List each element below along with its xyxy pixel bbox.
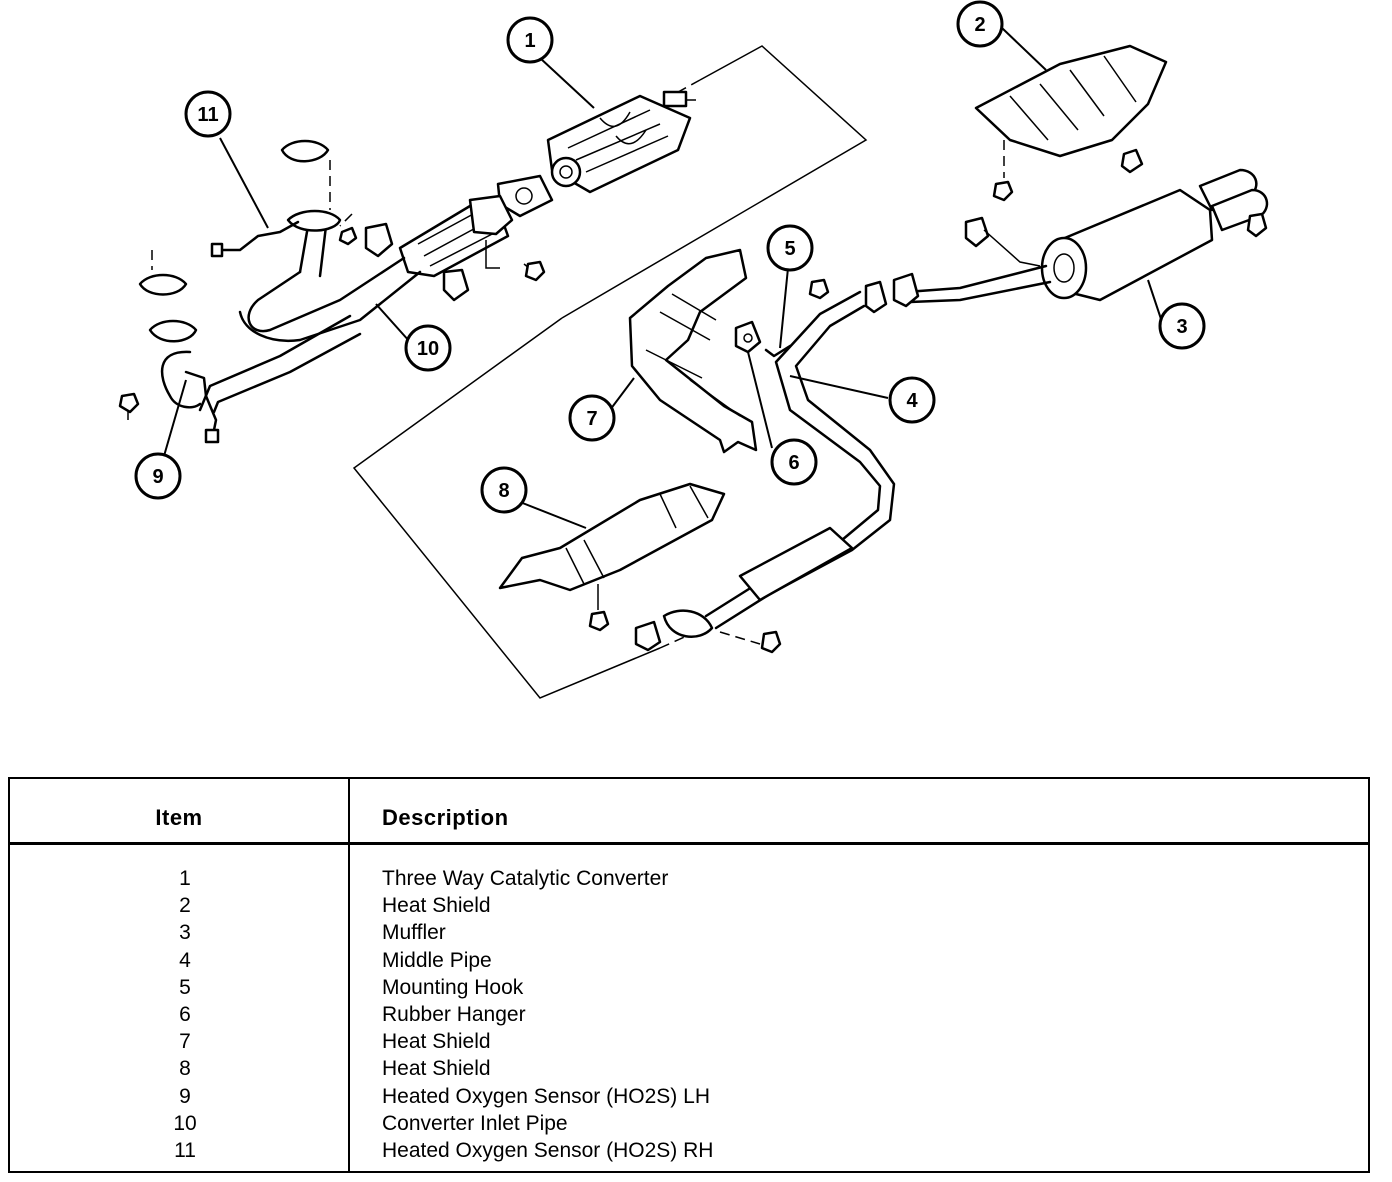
legend-item-description: Heat Shield (382, 894, 491, 918)
muffler (964, 148, 1269, 302)
legend-row: 7 Heat Shield (10, 1030, 1368, 1057)
callout-1-label: 1 (524, 30, 535, 52)
legend-item-number: 3 (179, 921, 191, 945)
legend-item-number: 11 (174, 1138, 196, 1162)
callout-3-label: 3 (1176, 316, 1187, 338)
legend-item-description: Heat Shield (382, 1057, 491, 1081)
callout-6: 6 (770, 438, 818, 486)
mounting-hook (764, 344, 792, 358)
legend-item-number: 2 (179, 894, 191, 918)
legend-header-item: Item (155, 805, 203, 830)
heat-shield-front (498, 482, 726, 632)
legend-item-description: Rubber Hanger (382, 1002, 526, 1026)
legend-item-number: 5 (179, 975, 191, 999)
legend-item-number: 1 (179, 867, 191, 890)
catalytic-converter (546, 90, 696, 194)
legend-row: 11 Heated Oxygen Sensor (HO2S) RH (10, 1139, 1368, 1166)
legend-row: 8 Heat Shield (10, 1057, 1368, 1084)
legend-header-description: Description (382, 805, 509, 830)
callout-8-label: 8 (498, 480, 509, 502)
legend-item-description: Converter Inlet Pipe (382, 1111, 568, 1135)
callout-4-label: 4 (906, 390, 918, 412)
legend-row: 4 Middle Pipe (10, 949, 1368, 976)
legend-row: 6 Rubber Hanger (10, 1003, 1368, 1030)
legend-row: 9 Heated Oxygen Sensor (HO2S) LH (10, 1085, 1368, 1112)
legend-item-number: 9 (179, 1084, 191, 1108)
middle-pipe (634, 264, 1052, 654)
callout-11-label: 11 (197, 104, 218, 126)
legend-item-number: 7 (179, 1030, 191, 1054)
legend-item-description: Heat Shield (382, 1030, 491, 1054)
converter-inlet-pipe (118, 139, 422, 424)
legend-item-number: 4 (179, 948, 191, 972)
parts-legend-table: Item Description 1 Three Way Catalytic Co… (8, 777, 1370, 1173)
legend-header-row: Item Description (10, 779, 1368, 845)
callout-6-label: 6 (788, 452, 799, 474)
legend-item-description: Three Way Catalytic Converter (382, 867, 669, 890)
callout-7: 7 (568, 394, 616, 442)
rubber-hanger-left (364, 222, 470, 302)
callout-2: 2 (956, 0, 1004, 48)
legend-row: 1 Three Way Catalytic Converter (10, 867, 1368, 894)
callout-11: 11 (184, 90, 232, 138)
legend-row: 10 Converter Inlet Pipe (10, 1112, 1368, 1139)
callout-7-label: 7 (586, 408, 597, 430)
callout-9-label: 9 (152, 466, 163, 488)
callout-10: 10 (404, 324, 452, 372)
legend-item-description: Middle Pipe (382, 948, 492, 972)
oxygen-sensor-rh (210, 220, 300, 258)
legend-item-number: 6 (179, 1002, 191, 1026)
legend-row: 2 Heat Shield (10, 894, 1368, 921)
callout-3: 3 (1158, 302, 1206, 350)
legend-item-number: 10 (173, 1111, 197, 1135)
callout-9: 9 (134, 452, 182, 500)
leader-lines (163, 27, 1163, 529)
heat-shield-middle (628, 248, 758, 454)
legend-item-description: Mounting Hook (382, 975, 524, 999)
legend-row: 3 Muffler (10, 921, 1368, 948)
callout-2-label: 2 (974, 14, 985, 36)
legend-item-description: Heated Oxygen Sensor (HO2S) LH (382, 1084, 710, 1108)
callout-5-label: 5 (784, 238, 795, 260)
legend-item-description: Muffler (382, 921, 446, 945)
rubber-hanger-center (734, 320, 762, 354)
legend-item-number: 8 (179, 1057, 191, 1081)
legend-item-description: Heated Oxygen Sensor (HO2S) RH (382, 1138, 714, 1162)
flex-pipe-section (398, 194, 546, 282)
exhaust-system-diagram: 1 2 3 4 5 6 7 8 9 10 11 (118, 0, 1269, 699)
callout-5: 5 (766, 224, 814, 272)
callout-1: 1 (506, 16, 554, 64)
heat-shield-rear (974, 44, 1168, 202)
callout-4: 4 (888, 376, 936, 424)
oxygen-sensor-lh (184, 370, 220, 444)
callout-8: 8 (480, 466, 528, 514)
legend-column-divider (348, 779, 350, 1171)
legend-row: 5 Mounting Hook (10, 976, 1368, 1003)
callout-10-label: 10 (417, 338, 439, 360)
